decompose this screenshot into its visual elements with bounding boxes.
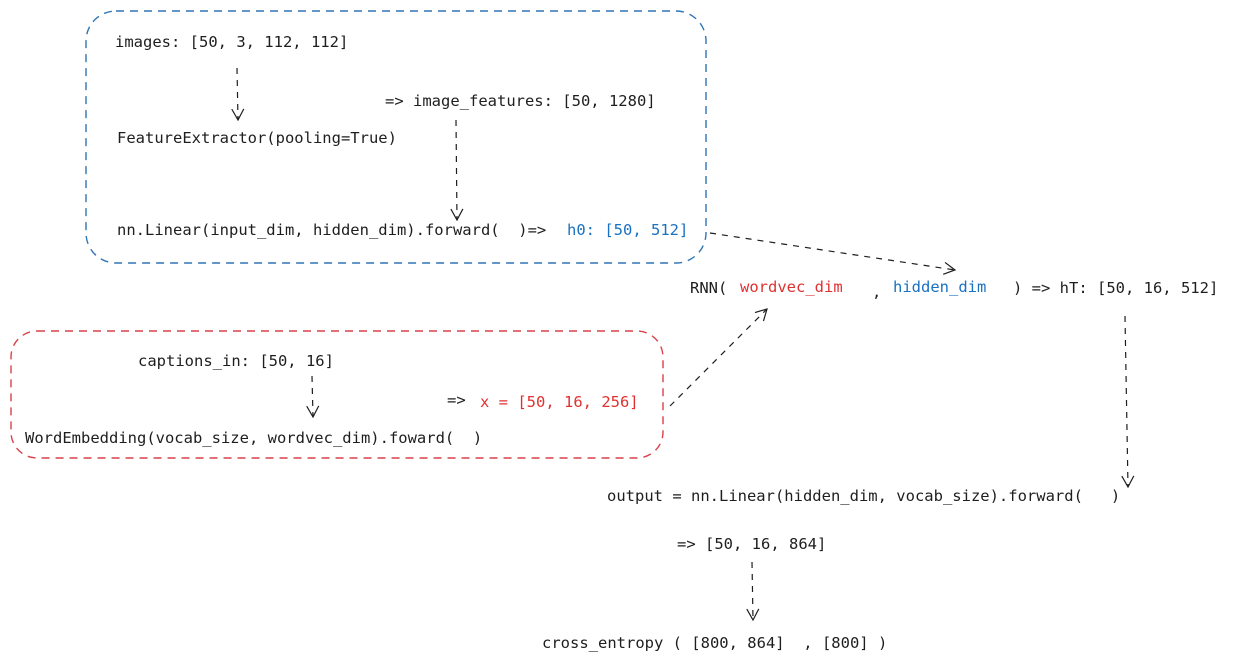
arrow-x-to-rnn: [669, 308, 768, 407]
arrow-captions-to-embedding: [306, 375, 320, 419]
arrow-hT-to-output: [1121, 315, 1135, 489]
output-shape-label: => [50, 16, 864]: [677, 535, 827, 553]
image-branch-box: [85, 10, 707, 264]
rnn-output-label: ) => hT: [50, 16, 512]: [1013, 279, 1219, 297]
images-shape-label: images: [50, 3, 112, 112]: [115, 33, 349, 51]
arrow-features-to-linear: [450, 119, 464, 222]
caption-branch-box: [10, 330, 664, 459]
arrow-output-to-loss: [746, 561, 760, 622]
x-arrow-label: =>: [447, 391, 466, 409]
rnn-hidden-dim: hidden_dim: [893, 278, 987, 296]
feature-extractor-label: FeatureExtractor(pooling=True): [117, 129, 397, 147]
h0-label: h0: [50, 512]: [567, 221, 689, 239]
captions-in-label: captions_in: [50, 16]: [138, 352, 334, 370]
rnn-wordvec-dim: wordvec_dim: [740, 278, 843, 296]
image-linear-label: nn.Linear(input_dim, hidden_dim).forward…: [117, 221, 547, 239]
rnn-comma: ,: [872, 283, 882, 301]
output-linear-label: output = nn.Linear(hidden_dim, vocab_siz…: [607, 487, 1121, 505]
arrow-images-to-extractor: [231, 67, 245, 122]
image-features-label: => image_features: [50, 1280]: [385, 92, 656, 110]
x-shape-label: x = [50, 16, 256]: [480, 393, 639, 411]
word-embedding-label: WordEmbedding(vocab_size, wordvec_dim).f…: [25, 429, 483, 447]
rnn-prefix: RNN(: [690, 279, 728, 297]
arrow-h0-to-rnn: [709, 232, 957, 275]
cross-entropy-label: cross_entropy ( [800, 864] , [800] ): [542, 634, 888, 652]
